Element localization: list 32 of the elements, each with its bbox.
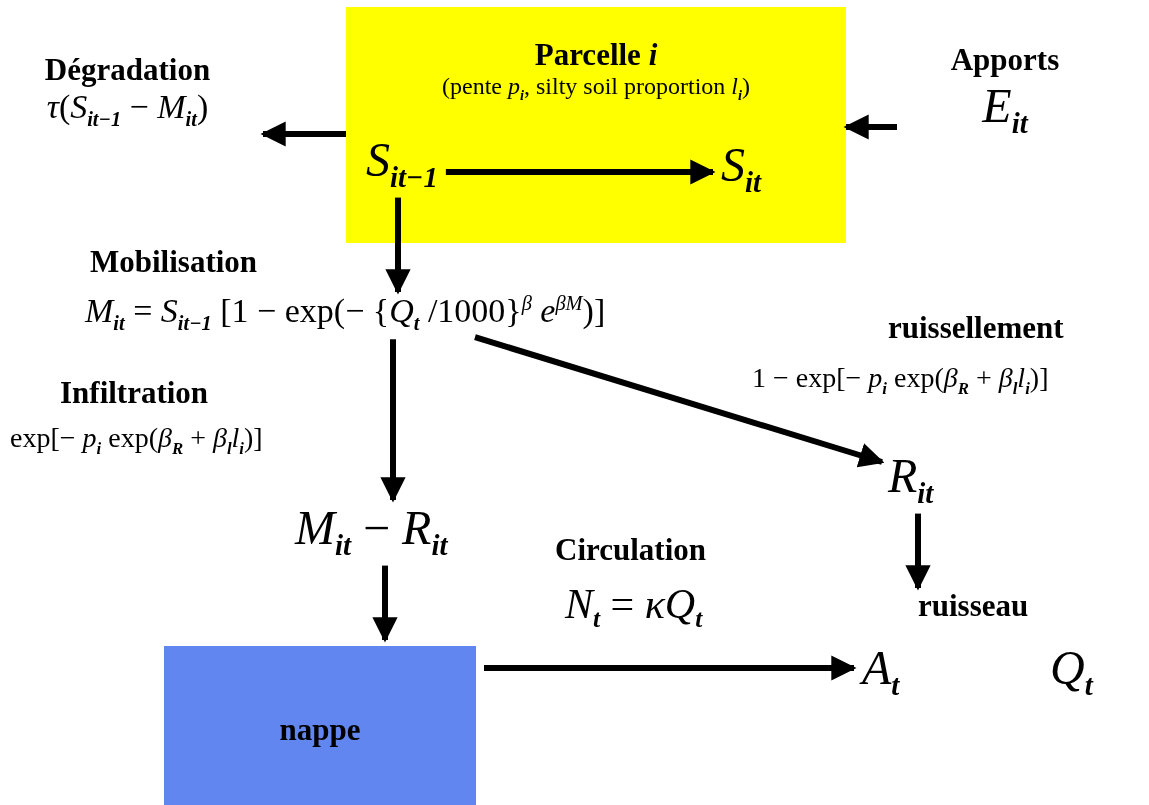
heading: Parcelle i [533,37,659,73]
variable-label: Q$_{t}$ [1050,640,1093,702]
arrow [484,655,857,681]
formula: (pente p$_{i}$, silty soil proportion l$_{i}$) [441,73,751,104]
heading: Apports [949,42,1061,78]
variable-label: R$_{it}$ [888,448,934,510]
variable-label: M$_{it}$ − R$_{it}$ [295,500,448,562]
arrow [843,114,897,140]
arrow [380,339,406,503]
arrow [260,121,346,147]
process-label: Mobilisation [90,244,258,280]
process-label: Infiltration [60,375,209,411]
parcel-box [346,7,846,243]
process-label: Circulation [555,532,706,568]
heading: Dégradation [43,52,212,88]
variable-label: S$_{it}$ [721,137,761,199]
arrow [474,334,885,468]
infiltration-formula: exp[− p$_{i}$ exp(β$_{R}$ + β$_{l}$l$_{i}$)] [10,422,263,459]
mobilisation-formula: M$_{it}$ = S$_{it−1}$ [1 − exp(− {Q$_{t}$ /1000}$^{β}$ e$^{βM}$)] [85,292,606,336]
formula: τ(S$_{it−1}$ − M$_{it}$) [45,88,210,131]
formula: E$_{it}$ [980,78,1030,140]
runoff-formula: 1 − exp[− p$_{i}$ exp(β$_{R}$ + β$_{l}$l$_{i}$)] [752,362,1049,399]
arrow [385,197,411,295]
variable-label: S$_{it−1}$ [366,132,438,194]
process-label: ruissellement [888,310,1064,346]
arrow [372,565,398,643]
aquifer-box [164,646,476,805]
arrow [905,513,931,591]
arrow [445,159,716,185]
circulation-formula: N$_{t}$ = κQ$_{t}$ [565,580,703,634]
stream-label: ruisseau [918,588,1029,624]
heading: nappe [278,712,362,748]
